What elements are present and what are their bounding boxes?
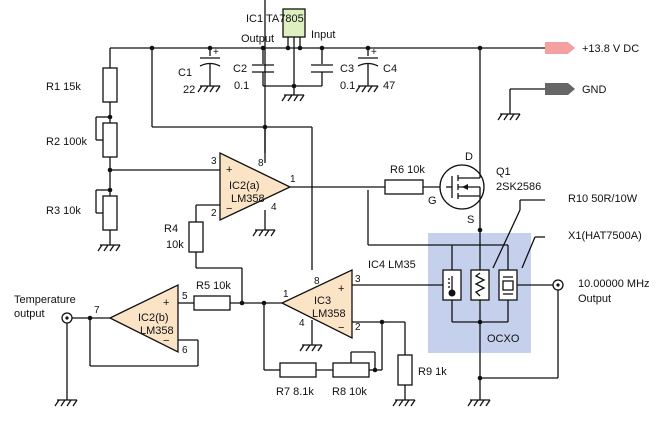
r8-label: R8 10k [332, 386, 367, 398]
ic3-part: LM358 [312, 308, 346, 320]
svg-text:2: 2 [355, 322, 361, 333]
ic1-input-label: Input [311, 29, 335, 41]
resistor-r9: R9 1k [397, 354, 447, 400]
r4-name: R4 [164, 223, 178, 235]
temp-output-line1: Temperature [14, 294, 76, 306]
potentiometer-r2: R2 100k [46, 114, 118, 196]
svg-text:−: − [338, 322, 344, 334]
svg-text:+: + [226, 164, 232, 176]
supply-rail [109, 45, 545, 270]
potentiometer-r8: R8 10k [316, 351, 382, 398]
ic4-label: IC4 LM35 [368, 259, 416, 271]
ic1-label: IC1 TA7805 [246, 13, 304, 25]
c1-value: 22 [183, 84, 195, 96]
mosfet-q1: D G S Q1 2SK2586 [428, 151, 541, 230]
c2-name: C2 [233, 63, 247, 75]
svg-text:+: + [371, 47, 377, 58]
svg-text:8: 8 [314, 276, 320, 287]
resistor-r6: R6 10k [384, 164, 446, 195]
x1-label: X1(HAT7500A) [568, 230, 642, 242]
supply-connector: +13.8 V DC [545, 42, 639, 55]
c2-value: 0.1 [234, 80, 249, 92]
ocxo-module: OCXO IC4 LM35 [367, 190, 554, 378]
op-amp-ic3: + − IC3 LM358 3 2 8 4 1 [280, 268, 361, 340]
ic2a-name: IC2(a) [229, 180, 260, 192]
potentiometer-r3: R3 10k [46, 187, 118, 245]
svg-text:−: − [226, 203, 232, 215]
resistor-r1: R1 15k [46, 67, 118, 123]
r7-label: R7 8.1k [276, 386, 314, 398]
c4-value: 47 [383, 80, 395, 92]
svg-text:4: 4 [271, 202, 277, 213]
op-amp-ic2a: + − IC2(a) LM358 3 2 8 4 1 [211, 151, 296, 222]
r4-value: 10k [166, 239, 184, 251]
output-line1: 10.00000 MHz [578, 278, 650, 290]
q1-part: 2SK2586 [496, 181, 541, 193]
callouts: R10 50R/10W X1(HAT7500A) [492, 193, 642, 269]
ic2b-part: LM358 [140, 325, 174, 337]
temp-output-line2: output [14, 308, 45, 320]
output-line2: Output [578, 293, 611, 305]
r2-label: R2 100k [46, 136, 87, 148]
q1-gate: G [428, 195, 437, 207]
r6-label: R6 10k [390, 164, 425, 176]
resistor-r5: R5 10k [178, 280, 231, 311]
q1-drain: D [465, 151, 473, 163]
c1-name: C1 [178, 67, 192, 79]
svg-text:4: 4 [299, 318, 305, 329]
svg-text:6: 6 [182, 345, 188, 356]
ic1-output-label: Output [241, 33, 274, 45]
q1-name: Q1 [496, 166, 511, 178]
r3-label: R3 10k [46, 205, 81, 217]
svg-text:1: 1 [283, 289, 289, 300]
ground-symbols [54, 85, 521, 407]
svg-text:1: 1 [290, 174, 296, 185]
capacitor-c4: + C4 47 [357, 47, 397, 92]
ic1-regulator: IC1 TA7805 Output Input [207, 8, 371, 95]
c4-name: C4 [383, 63, 397, 75]
svg-text:8: 8 [258, 158, 264, 169]
gnd-connector: GND [509, 83, 607, 114]
c3-name: C3 [340, 63, 354, 75]
r9-label: R9 1k [418, 366, 447, 378]
svg-text:+: + [163, 297, 169, 309]
svg-text:7: 7 [94, 305, 100, 316]
capacitor-c3: C3 0.1 [311, 63, 355, 92]
capacitor-c2: C2 0.1 [233, 63, 274, 92]
gnd-label: GND [582, 84, 607, 96]
ocxo-label: OCXO [487, 333, 520, 345]
ic2b-name: IC2(b) [138, 312, 169, 324]
freq-output: 10.00000 MHz Output [552, 278, 650, 378]
resistor-r7: R7 8.1k [264, 362, 317, 398]
svg-text:5: 5 [182, 291, 188, 302]
supply-label: +13.8 V DC [582, 43, 639, 55]
ic2a-part: LM358 [231, 193, 265, 205]
op-amp-ic2b: + − IC2(b) LM358 5 6 7 [94, 283, 188, 356]
svg-text:+: + [213, 47, 219, 58]
svg-text:3: 3 [211, 156, 217, 167]
c3-value: 0.1 [340, 80, 355, 92]
svg-text:3: 3 [355, 274, 361, 285]
r10-label: R10 50R/10W [568, 193, 638, 205]
capacitor-c1: + C1 22 [178, 47, 221, 96]
q1-source: S [467, 214, 474, 226]
r5-label: R5 10k [196, 280, 231, 292]
ic3-name: IC3 [314, 295, 331, 307]
svg-text:+: + [338, 283, 344, 295]
temp-output: Temperature output [14, 294, 76, 400]
svg-text:−: − [163, 335, 169, 347]
svg-text:2: 2 [211, 208, 217, 219]
r1-label: R1 15k [46, 81, 81, 93]
resistor-r4: R4 10k [164, 221, 243, 303]
